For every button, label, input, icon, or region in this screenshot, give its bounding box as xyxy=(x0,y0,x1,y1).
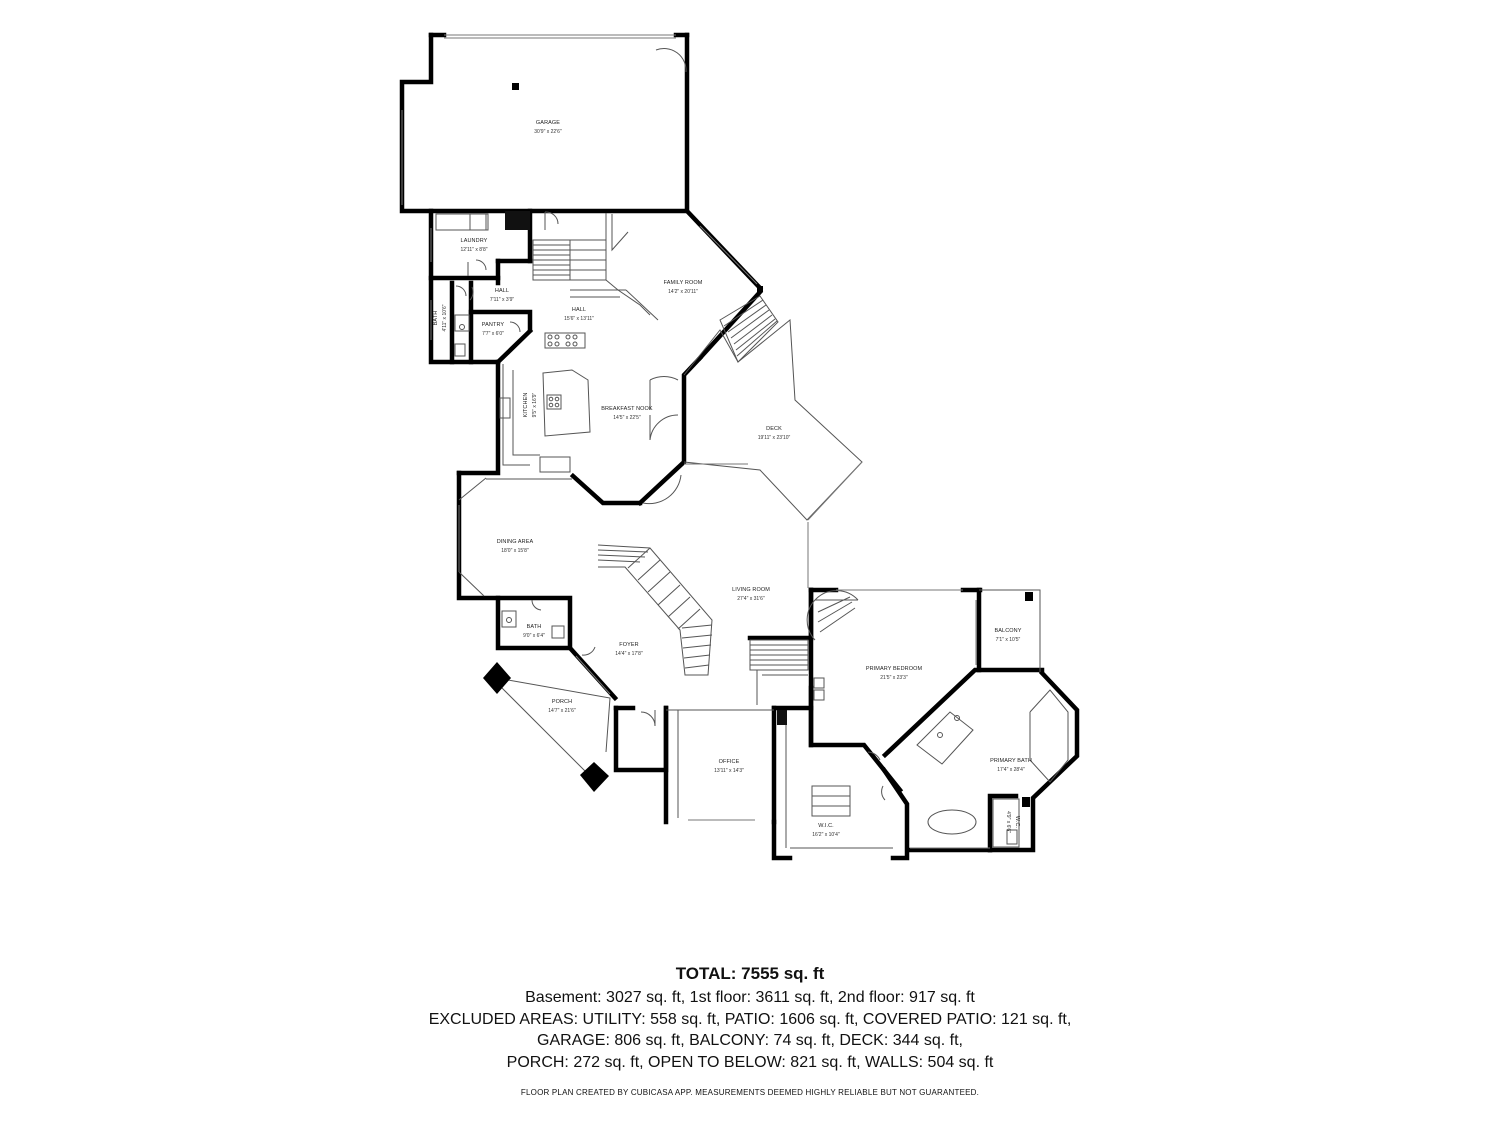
room-label-primary-bedroom: PRIMARY BEDROOM 21'5" x 23'3" xyxy=(866,666,923,681)
room-dimensions: 7'11" x 3'9" xyxy=(490,297,514,303)
details xyxy=(401,34,1069,849)
room-label-primary-bath: PRIMARY BATH 17'4" x 28'4" xyxy=(990,758,1032,773)
room-name: PRIMARY BATH xyxy=(990,758,1032,764)
room-label-bath: BATH 9'0" x 6'4" xyxy=(523,624,545,639)
room-dimensions: 14'5" x 22'5" xyxy=(613,415,641,421)
room-name: KITCHEN xyxy=(523,393,529,418)
room-label-dining-area: DINING AREA 18'0" x 15'8" xyxy=(497,539,534,554)
room-dimensions: 16'2" x 10'4" xyxy=(812,832,840,838)
room-name: BALCONY xyxy=(995,628,1022,634)
area-line: Basement: 3027 sq. ft, 1st floor: 3611 s… xyxy=(525,989,975,1006)
area-line: GARAGE: 806 sq. ft, BALCONY: 74 sq. ft, … xyxy=(537,1032,963,1049)
disclaimer: FLOOR PLAN CREATED BY CUBICASA APP. MEAS… xyxy=(520,1088,980,1097)
room-dimensions: 7'1" x 10'5" xyxy=(996,637,1021,643)
room-label-garage: GARAGE 30'9" x 22'6" xyxy=(534,120,562,135)
room-name: PORCH xyxy=(552,699,572,705)
room-dimensions: 17'4" x 28'4" xyxy=(997,767,1025,773)
room-label-family-room: FAMILY ROOM 14'2" x 20'11" xyxy=(664,280,703,295)
room-dimensions: 4'9" x 6'6" xyxy=(1005,811,1011,833)
area-line: PORCH: 272 sq. ft, OPEN TO BELOW: 821 sq… xyxy=(506,1053,994,1071)
room-label-foyer: FOYER 14'4" x 17'8" xyxy=(615,642,643,657)
room-label-wc: W.C.4'9" x 6'6" xyxy=(1005,811,1020,833)
room-label-living-room: LIVING ROOM 27'4" x 31'6" xyxy=(732,587,770,602)
room-dimensions: 13'11" x 14'3" xyxy=(714,768,744,774)
room-label-hall-small: HALL 7'11" x 3'9" xyxy=(490,288,514,303)
room-labels: GARAGE 30'9" x 22'6" LAUNDRY 12'11" x 8'8" H… xyxy=(433,120,1032,838)
total-area: TOTAL: 7555 sq. ft xyxy=(675,964,825,983)
room-label-balcony: BALCONY 7'1" x 10'5" xyxy=(995,628,1022,643)
room-dimensions: 14'4" x 17'8" xyxy=(615,651,643,657)
room-dimensions: 30'9" x 22'6" xyxy=(534,129,562,135)
room-name: W.I.C. xyxy=(818,823,834,829)
room-name: BATH xyxy=(527,624,542,630)
room-name: FOYER xyxy=(619,642,638,648)
room-dimensions: 7'7" x 6'0" xyxy=(482,331,504,337)
room-dimensions: 4'11" x 10'6" xyxy=(442,304,448,331)
room-name: DECK xyxy=(766,426,782,432)
room-label-wic: W.I.C. 16'2" x 10'4" xyxy=(812,823,840,838)
room-name: DINING AREA xyxy=(497,539,534,545)
room-dimensions: 14'2" x 20'11" xyxy=(668,289,698,295)
area-breakdown: Basement: 3027 sq. ft, 1st floor: 3611 s… xyxy=(0,987,1500,1073)
room-dimensions: 15'6" x 13'11" xyxy=(564,316,594,322)
room-name: BATH xyxy=(433,311,439,326)
room-name: BREAKFAST NOOK xyxy=(601,406,653,412)
room-name: LIVING ROOM xyxy=(732,587,770,593)
floor-plan: GARAGE 30'9" x 22'6" LAUNDRY 12'11" x 8'8" H… xyxy=(399,32,1080,861)
room-name: PRIMARY BEDROOM xyxy=(866,666,923,672)
room-name: OFFICE xyxy=(719,759,740,765)
room-name: HALL xyxy=(572,307,586,313)
room-dimensions: 9'5" x 16'9" xyxy=(532,392,538,417)
room-dimensions: 14'7" x 21'6" xyxy=(548,708,576,714)
room-name: HALL xyxy=(495,288,509,294)
room-dimensions: 18'0" x 15'8" xyxy=(501,548,529,554)
room-name: GARAGE xyxy=(536,120,560,126)
room-dimensions: 19'11" x 23'10" xyxy=(758,435,791,441)
room-dimensions: 12'11" x 8'8" xyxy=(460,247,487,253)
room-label-porch: PORCH 14'7" x 21'6" xyxy=(548,699,576,714)
room-label-office: OFFICE 13'11" x 14'3" xyxy=(714,759,744,774)
room-label-deck: DECK 19'11" x 23'10" xyxy=(758,426,791,441)
room-dimensions: 21'5" x 23'3" xyxy=(880,675,908,681)
room-label-breakfast-nook: BREAKFAST NOOK 14'5" x 22'5" xyxy=(601,406,653,421)
room-label-hall: HALL 15'6" x 13'11" xyxy=(564,307,594,322)
room-dimensions: 27'4" x 31'6" xyxy=(737,596,765,602)
room-dimensions: 9'0" x 6'4" xyxy=(523,633,545,639)
room-name: FAMILY ROOM xyxy=(664,280,703,286)
area-line: EXCLUDED AREAS: UTILITY: 558 sq. ft, PAT… xyxy=(428,1010,1072,1028)
room-name: W.C. xyxy=(1014,816,1020,829)
room-label-laundry: LAUNDRY 12'11" x 8'8" xyxy=(460,238,487,253)
room-name: LAUNDRY xyxy=(461,238,488,244)
room-name: PANTRY xyxy=(482,322,505,328)
room-label-pantry: PANTRY 7'7" x 6'0" xyxy=(482,322,505,337)
